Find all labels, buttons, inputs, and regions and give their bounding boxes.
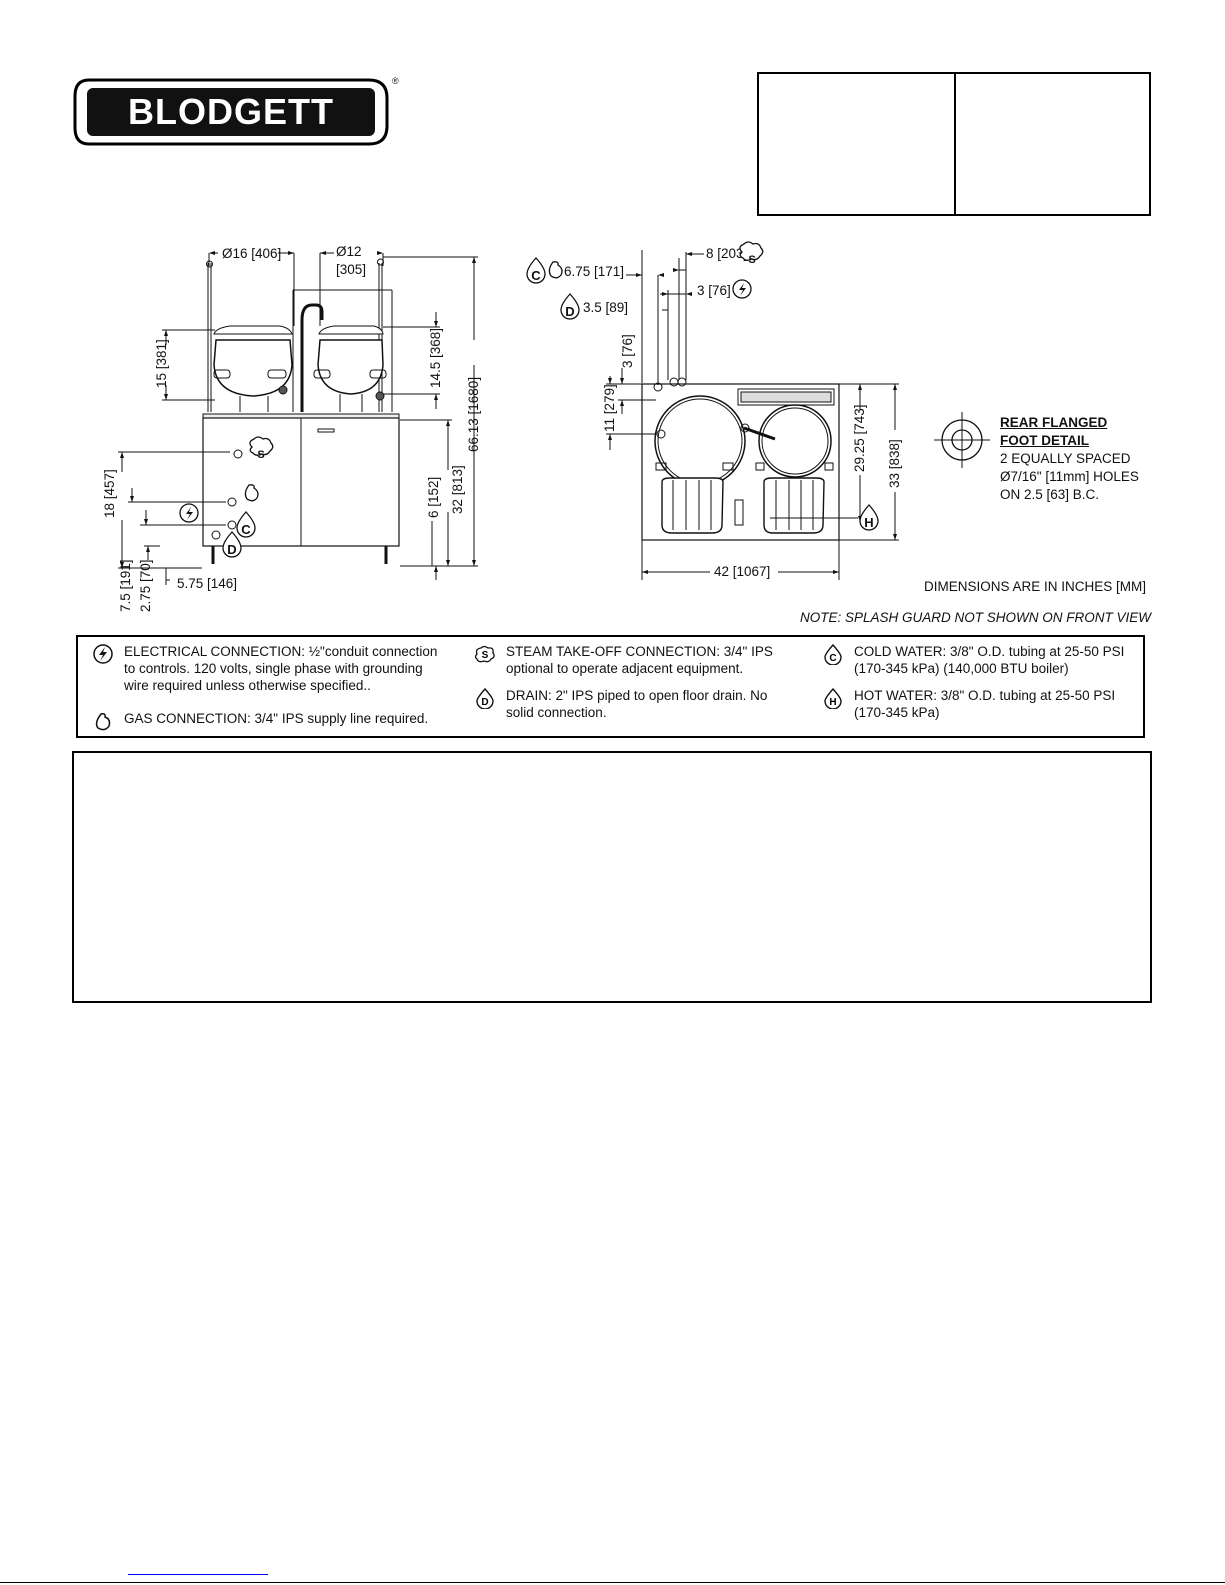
- registered-mark: ®: [392, 76, 399, 86]
- dim-15: 15 [381]: [154, 339, 169, 388]
- dim-2-75: 2.75 [70]: [138, 559, 153, 612]
- steam-s-icon: [249, 436, 274, 456]
- dim-3-5: 3.5 [89]: [583, 300, 628, 315]
- dim-diameter-16: Ø16 [406]: [222, 246, 281, 261]
- dim-diameter-12: Ø12: [336, 244, 362, 259]
- legend-hot-water: H HOT WATER: 3/8" O.D. tubing at 25-50 P…: [822, 687, 1142, 721]
- dim-29-25: 29.25 [743]: [852, 404, 867, 472]
- svg-text:H: H: [864, 515, 873, 530]
- legend-hot-l2: (170-345 kPa): [854, 705, 940, 720]
- dim-33: 33 [838]: [887, 439, 902, 488]
- legend-drain-l1: DRAIN: 2" IPS piped to open floor drain.…: [506, 688, 768, 703]
- legend-gas: GAS CONNECTION: 3/4" IPS supply line req…: [92, 710, 452, 732]
- svg-text:S: S: [482, 650, 489, 661]
- rfd-line-1: 2 EQUALLY SPACED: [1000, 451, 1131, 466]
- dim-3-top: 3 [76]: [697, 283, 731, 298]
- svg-text:C: C: [829, 653, 836, 664]
- dim-32: 32 [813]: [450, 465, 465, 514]
- lightning-icon: [93, 644, 113, 664]
- drain-d-icon: [222, 531, 242, 558]
- legend-gas-l1: GAS CONNECTION: 3/4" IPS supply line req…: [124, 711, 429, 726]
- svg-text:D: D: [565, 304, 574, 319]
- dim-11: 11 [279]: [602, 384, 617, 432]
- dim-66-13: 66.13 [1680]: [466, 377, 481, 452]
- legend-electrical: ELECTRICAL CONNECTION: ½"conduit connect…: [92, 643, 452, 694]
- legend-cold-water: C COLD WATER: 3/8" O.D. tubing at 25-50 …: [822, 643, 1142, 677]
- model-info-box: [757, 72, 1151, 216]
- dim-6: 6 [152]: [426, 477, 441, 518]
- footer-rule: [0, 1582, 1225, 1583]
- hot-water-h-icon: [859, 504, 879, 531]
- legend-drain-l2: solid connection.: [506, 705, 607, 720]
- rfd-line-3: ON 2.5 [63] B.C.: [1000, 487, 1100, 502]
- legend-steam: S STEAM TAKE-OFF CONNECTION: 3/4" IPS op…: [474, 643, 804, 677]
- dim-18: 18 [457]: [102, 469, 117, 518]
- dim-14-5: 14.5 [368]: [428, 328, 443, 388]
- cold-water-c-icon: [526, 257, 546, 284]
- legend-electrical-l3: wire required unless otherwise specified…: [124, 678, 371, 693]
- legend-electrical-l1: ELECTRICAL CONNECTION: ½"conduit connect…: [124, 644, 438, 659]
- legend-drain: D DRAIN: 2" IPS piped to open floor drai…: [474, 687, 804, 721]
- svg-text:H: H: [829, 697, 836, 708]
- dim-5-75: 5.75 [146]: [177, 576, 237, 591]
- footer-link-line: [128, 1574, 268, 1575]
- svg-text:D: D: [227, 542, 236, 557]
- splash-guard-note: NOTE: SPLASH GUARD NOT SHOWN ON FRONT VI…: [800, 610, 1152, 625]
- dim-diameter-12-mm: [305]: [336, 262, 366, 277]
- notes-box: [72, 751, 1152, 1003]
- rfd-title-1: REAR FLANGED: [1000, 415, 1108, 430]
- legend-steam-l1: STEAM TAKE-OFF CONNECTION: 3/4" IPS: [506, 644, 773, 659]
- svg-text:S: S: [748, 254, 755, 266]
- rfd-line-2: Ø7/16" [11mm] HOLES: [1000, 469, 1139, 484]
- dim-7-5: 7.5 [191]: [118, 559, 133, 612]
- hot-water-h-icon: H: [824, 687, 842, 709]
- legend-electrical-l2: to controls. 120 volts, single phase wit…: [124, 661, 423, 676]
- svg-text:C: C: [531, 268, 541, 283]
- dim-3-side: 3 [76]: [620, 334, 635, 368]
- blodgett-logo: BLODGETT: [73, 78, 389, 146]
- legend-cold-l2: (170-345 kPa) (140,000 BTU boiler): [854, 661, 1069, 676]
- dim-8: 8 [203]: [706, 246, 747, 261]
- rfd-title-2: FOOT DETAIL: [1000, 433, 1089, 448]
- dim-42: 42 [1067]: [714, 564, 770, 579]
- svg-text:D: D: [481, 697, 488, 708]
- flame-icon: [244, 484, 259, 502]
- cold-water-c-icon: [236, 511, 256, 538]
- dimensions-note: DIMENSIONS ARE IN INCHES [MM]: [924, 579, 1147, 594]
- svg-text:C: C: [241, 522, 251, 537]
- drain-d-icon: D: [476, 687, 494, 709]
- flame-icon: [548, 261, 563, 279]
- svg-text:S: S: [257, 449, 264, 461]
- connection-legend: ELECTRICAL CONNECTION: ½"conduit connect…: [76, 635, 1145, 738]
- logo-text: BLODGETT: [128, 91, 334, 132]
- steam-s-icon: S: [474, 645, 495, 663]
- dimension-drawing: Ø16 [406] Ø12 [305] 15 [381] 14.5 [368] …: [102, 241, 990, 612]
- legend-hot-l1: HOT WATER: 3/8" O.D. tubing at 25-50 PSI: [854, 688, 1116, 703]
- flame-icon: [95, 713, 111, 731]
- cold-water-c-icon: C: [824, 643, 842, 665]
- steam-s-icon: [739, 241, 764, 261]
- dim-6-75: 6.75 [171]: [564, 264, 624, 279]
- legend-steam-l2: optional to operate adjacent equipment.: [506, 661, 744, 676]
- legend-cold-l1: COLD WATER: 3/8" O.D. tubing at 25-50 PS…: [854, 644, 1125, 659]
- rear-flanged-foot-detail: REAR FLANGED FOOT DETAIL 2 EQUALLY SPACE…: [1000, 414, 1139, 504]
- drain-d-icon: [560, 293, 580, 320]
